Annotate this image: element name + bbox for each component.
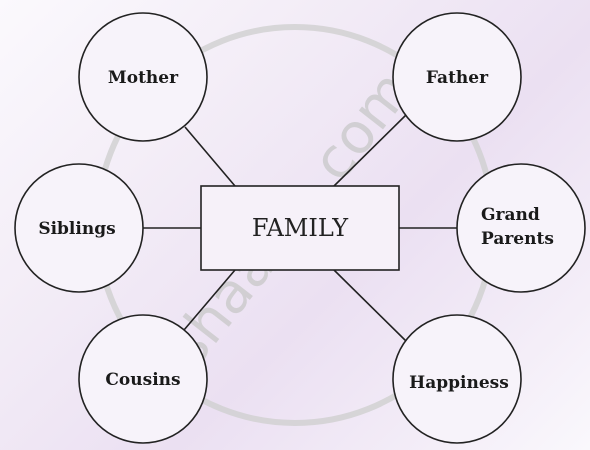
node-grand-parents: Grand Parents bbox=[456, 163, 586, 293]
node-circle bbox=[456, 163, 586, 293]
node-circle bbox=[392, 12, 522, 142]
center-box bbox=[200, 185, 400, 271]
node-mother: Mother bbox=[78, 12, 208, 142]
connector-cousins bbox=[183, 269, 236, 331]
node-label-father: Father bbox=[426, 68, 489, 88]
connectors bbox=[143, 113, 457, 342]
node-label-mother: Mother bbox=[108, 68, 179, 88]
node-cousins: Cousins bbox=[78, 314, 208, 444]
connector-happiness bbox=[333, 269, 407, 342]
node-label-siblings: Siblings bbox=[38, 219, 115, 239]
node-label-cousins: Cousins bbox=[105, 370, 180, 390]
connector-father bbox=[333, 113, 408, 187]
node-circle bbox=[78, 12, 208, 142]
node-circle bbox=[392, 314, 522, 444]
center-label: FAMILY bbox=[252, 214, 349, 242]
node-siblings: Siblings bbox=[14, 163, 144, 293]
node-circle bbox=[14, 163, 144, 293]
center-node: FAMILY bbox=[200, 185, 400, 271]
connector-mother bbox=[184, 126, 236, 187]
node-label-happiness: Happiness bbox=[409, 373, 509, 393]
node-circle bbox=[78, 314, 208, 444]
node-father: Father bbox=[392, 12, 522, 142]
node-label-parents: Parents bbox=[481, 229, 554, 249]
node-happiness: Happiness bbox=[392, 314, 522, 444]
node-label-grand: Grand bbox=[481, 205, 540, 225]
